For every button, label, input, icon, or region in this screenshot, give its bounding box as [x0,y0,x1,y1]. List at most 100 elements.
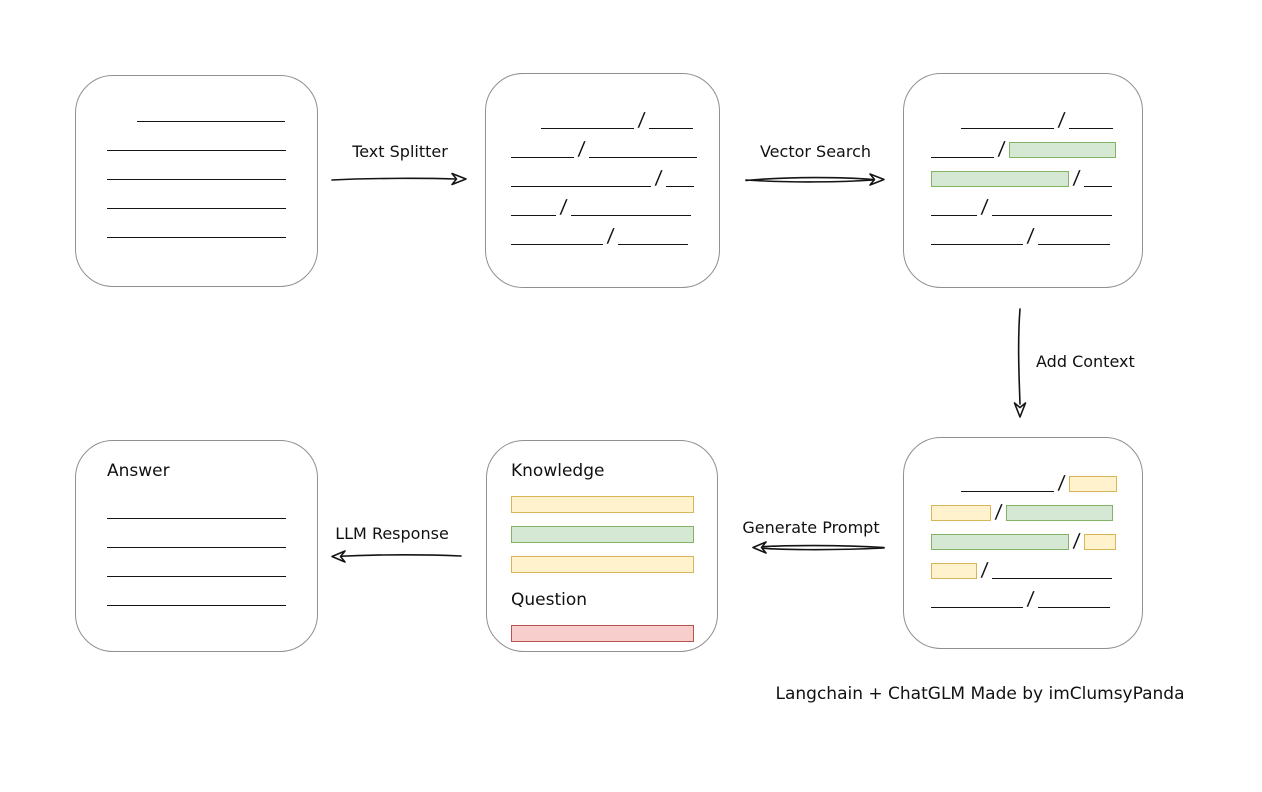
text-line [511,215,556,216]
text-line [961,491,1054,492]
llm-response-label: LLM Response [335,524,449,543]
indent-gap [931,128,961,129]
text-line [666,186,694,187]
text-line [107,576,286,577]
chunk-row: / [931,129,1122,160]
diagram-caption: Langchain + ChatGLM Made by imClumsyPand… [775,684,1185,704]
chunk-row: / [931,216,1122,247]
chunk-row [107,209,293,238]
text-line [107,208,286,209]
yellow-chunk [511,556,694,573]
chunk-row: / [931,187,1122,218]
chunk-row: / [511,100,699,131]
matched-chunks-node: ///// [903,73,1143,288]
text-line [931,157,994,158]
green-chunk [1006,505,1113,521]
slash-separator: / [606,225,615,247]
yellow-chunk [931,505,991,521]
vector-search-arrow [745,173,885,186]
chunk-row [107,490,293,519]
chunk-row: / [511,187,699,218]
chunk-row [511,526,697,556]
red-chunk [511,625,694,642]
text-splitter-label: Text Splitter [352,142,448,161]
answer-node: Answer [75,440,318,652]
document-node [75,75,318,287]
text-line [1069,128,1113,129]
green-chunk [1009,142,1116,158]
slash-separator: / [559,196,568,218]
chunk-row: / [511,158,699,189]
text-line [107,237,286,238]
text-line [511,157,574,158]
node-label-row: Knowledge [511,457,697,484]
slash-separator: / [1057,472,1066,494]
text-line [107,179,286,180]
indent-gap [107,121,137,122]
chunk-row [107,577,293,606]
add-context-label: Add Context [1036,352,1135,371]
node-label-row: Question [511,586,697,613]
text-line [1038,607,1110,608]
text-line [107,605,286,606]
green-chunk [931,534,1069,550]
yellow-chunk [931,563,977,579]
chunk-row [107,151,293,180]
slash-separator: / [980,196,989,218]
slash-separator: / [994,501,1003,523]
chunk-row: / [931,158,1122,189]
chunk-row: / [931,100,1122,131]
text-line [931,607,1023,608]
text-line [961,128,1054,129]
slash-separator: / [1072,167,1081,189]
text-line [931,215,977,216]
vector-search-label: Vector Search [759,142,872,161]
text-line [618,244,688,245]
slash-separator: / [654,167,663,189]
text-splitter-arrow [331,172,467,186]
split-chunks-node: / / / / / [485,73,720,288]
chunk-row [511,625,697,655]
chunk-row: / [931,579,1122,610]
generate-prompt-label: Generate Prompt [742,518,880,537]
slash-separator: / [997,138,1006,160]
green-chunk [931,171,1069,187]
green-chunk [511,526,694,543]
text-line [649,128,693,129]
text-line [992,215,1112,216]
text-line [511,186,651,187]
add-context-arrow [1013,308,1027,418]
generate-prompt-arrow [752,541,885,554]
chunk-row: / [931,492,1122,523]
indent-gap [931,491,961,492]
chunk-row [107,93,293,122]
llm-response-arrow [331,550,462,563]
slash-separator: / [1057,109,1066,131]
text-line [992,578,1112,579]
chunk-row: / [931,463,1122,494]
chunk-row [107,548,293,577]
slash-separator: / [1026,588,1035,610]
text-line [931,244,1023,245]
node-label: Knowledge [511,460,605,481]
chunk-row: / [511,129,699,160]
text-line [107,518,286,519]
slash-separator: / [1072,530,1081,552]
slash-separator: / [980,559,989,581]
chunk-row: / [511,216,699,247]
indent-gap [511,128,541,129]
node-label-row: Answer [107,457,293,484]
text-line [571,215,691,216]
chunk-row [107,122,293,151]
slash-separator: / [577,138,586,160]
yellow-chunk [1084,534,1116,550]
yellow-chunk [511,496,694,513]
chunk-row [511,496,697,526]
chunk-row [107,180,293,209]
text-line [107,547,286,548]
node-label: Question [511,589,588,610]
chunk-row [107,519,293,548]
text-line [589,157,697,158]
